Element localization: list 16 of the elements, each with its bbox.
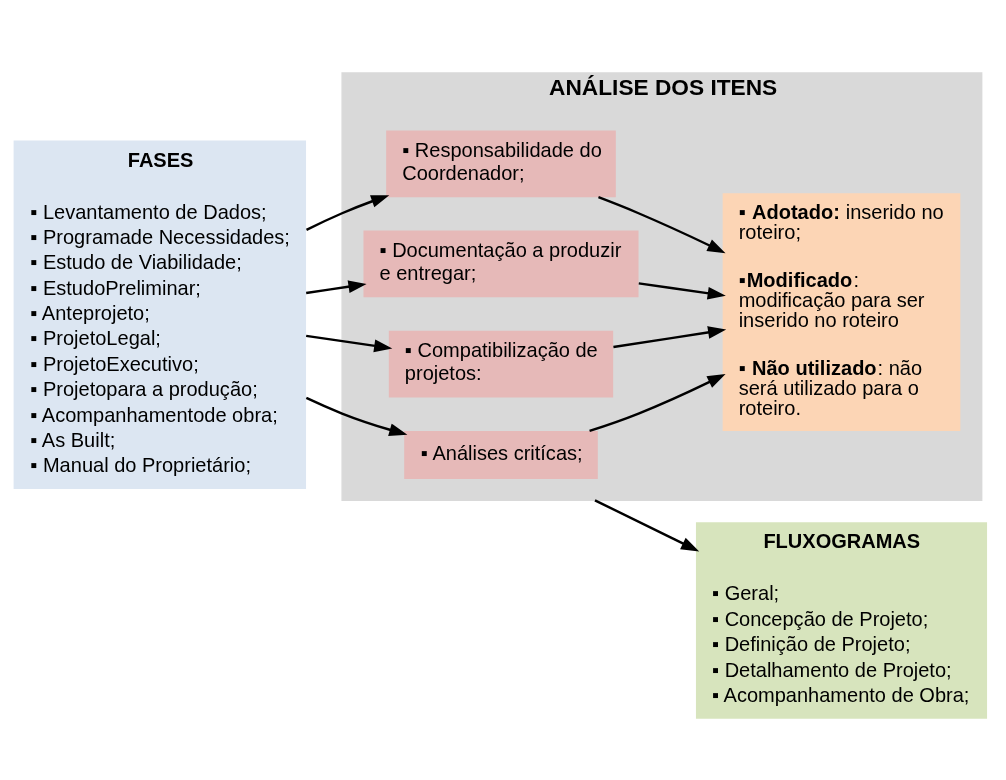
- node-box: ▪ Adotado: inserido no roteiro; ▪Modificado: modificação para ser inserido no roteiro ▪ Não utilizado: não será utilizado para o roteiro.: [722, 192, 961, 431]
- node-box: ▪ Análises critícas;: [404, 430, 598, 479]
- arrow: [589, 373, 726, 432]
- arrow: [305, 396, 408, 436]
- node-box: ▪ Compatibilização de projetos:: [388, 330, 614, 397]
- arrow: [613, 325, 727, 348]
- arrow: [305, 194, 390, 231]
- arrow: [598, 195, 726, 253]
- node-box: ▪ Documentação a produzir e entregar;: [363, 230, 639, 297]
- node-box: ▪ Responsabilidade do Coordenador;: [386, 129, 616, 197]
- arrow: [638, 281, 726, 299]
- arrow: [306, 334, 393, 352]
- node-box: FLUXOGRAMAS ▪ Geral; ▪ Concepção de Projeto; ▪ Definição de Projeto; ▪ Detalhamento de Projeto; ▪ Acompanhamento de Obra;: [695, 521, 988, 719]
- node-box: FASES ▪ Levantamento de Dados; ▪ Programade Necessidades; ▪ Estudo de Viabilidade; ▪ EstudoPreliminar; ▪ Anteprojeto; ▪ ProjetoLegal; ▪ ProjetoExecutivo; ▪ Projetopara a produção; ▪ Acompanhamentode obra; ▪ As Built; ▪ Manual do Proprietário;: [13, 139, 307, 489]
- arrow: [594, 498, 700, 551]
- arrow: [306, 279, 367, 294]
